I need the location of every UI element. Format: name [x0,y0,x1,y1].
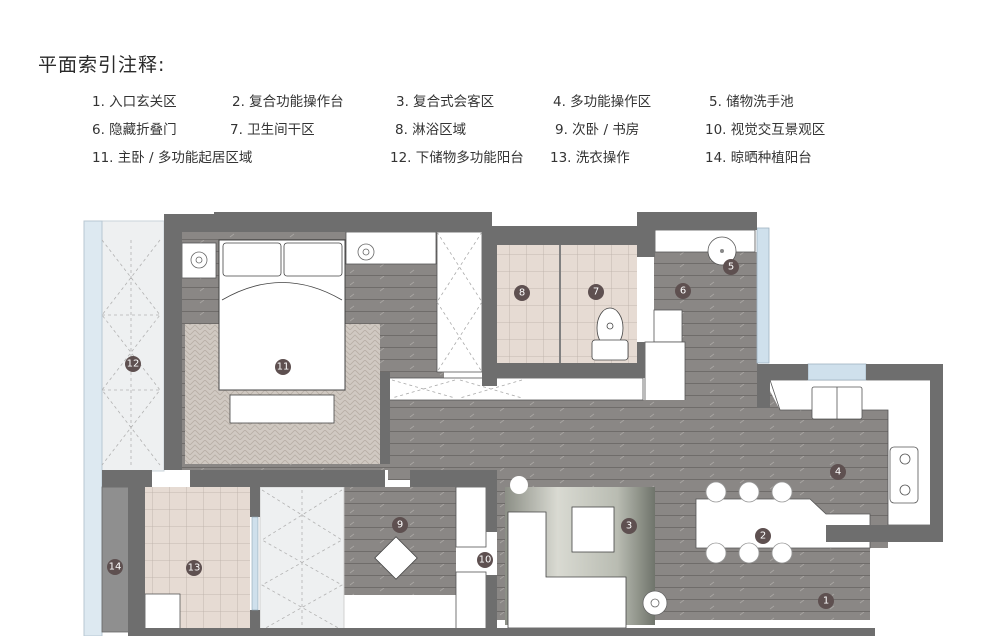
shower-area [497,245,559,363]
page-title: 平面索引注释: [38,54,166,76]
svg-text:6: 6 [680,286,686,297]
coffee-table [571,506,615,553]
storage-counter [387,377,644,401]
legend-item-14: 14. 晾晒种植阳台 [705,150,812,166]
area-markers: 1 2 3 4 5 6 7 8 9 10 11 12 13 14 [107,259,846,609]
stove [889,446,919,504]
legend-item-7: 7. 卫生间干区 [230,122,315,138]
storage-9 [259,486,345,633]
svg-text:3: 3 [626,521,632,532]
legend-item-11: 11. 主卧 / 多功能起居区域 [92,150,253,166]
legend-item-6: 6. 隐藏折叠门 [92,122,177,138]
marker-5: 5 [723,259,739,275]
nightstand-left [181,242,217,279]
legend-item-5: 5. 储物洗手池 [709,94,794,110]
svg-text:5: 5 [728,262,734,273]
legend-item-8: 8. 淋浴区域 [395,122,467,138]
legend-item-13: 13. 洗衣操作 [550,150,630,166]
wardrobe-9 [455,486,487,548]
walls [102,212,943,636]
legend-item-1: 1. 入口玄关区 [92,94,177,110]
marker-7: 7 [588,284,604,300]
svg-text:11: 11 [277,362,290,373]
svg-text:7: 7 [593,287,599,298]
marker-6: 6 [675,283,691,299]
window-left [83,220,103,636]
legend-item-10: 10. 视觉交互景观区 [705,122,826,138]
svg-text:14: 14 [109,562,122,573]
legend-item-3: 3. 复合式会客区 [396,94,495,110]
marker-4: 4 [830,464,846,480]
svg-text:1: 1 [823,596,829,607]
svg-text:8: 8 [519,288,525,299]
marker-9: 9 [392,517,408,533]
marker-12: 12 [125,356,141,372]
svg-text:9: 9 [397,520,403,531]
legend-item-9: 9. 次卧 / 书房 [555,122,640,138]
marker-2: 2 [755,528,771,544]
window-kitchen [807,363,867,381]
window-laundry [251,516,259,611]
svg-text:2: 2 [760,531,766,542]
plant [510,476,528,494]
marker-13: 13 [186,560,202,576]
marker-10: 10 [477,552,493,568]
window-right-top [756,227,770,364]
marker-14: 14 [107,559,123,575]
svg-text:13: 13 [188,563,201,574]
wardrobe-right [436,231,483,373]
marker-1: 1 [818,593,834,609]
bench [229,394,335,424]
svg-text:10: 10 [479,555,492,566]
svg-text:4: 4 [835,467,841,478]
svg-text:12: 12 [127,359,140,370]
stools [705,481,793,564]
marker-8: 8 [514,285,530,301]
marker-11: 11 [275,359,291,375]
legend-item-4: 4. 多功能操作区 [553,94,652,110]
armchair [374,536,418,580]
marker-3: 3 [621,518,637,534]
legend-item-2: 2. 复合功能操作台 [232,94,344,110]
floor-lamp [642,590,668,616]
legend-item-12: 12. 下储物多功能阳台 [390,150,524,166]
